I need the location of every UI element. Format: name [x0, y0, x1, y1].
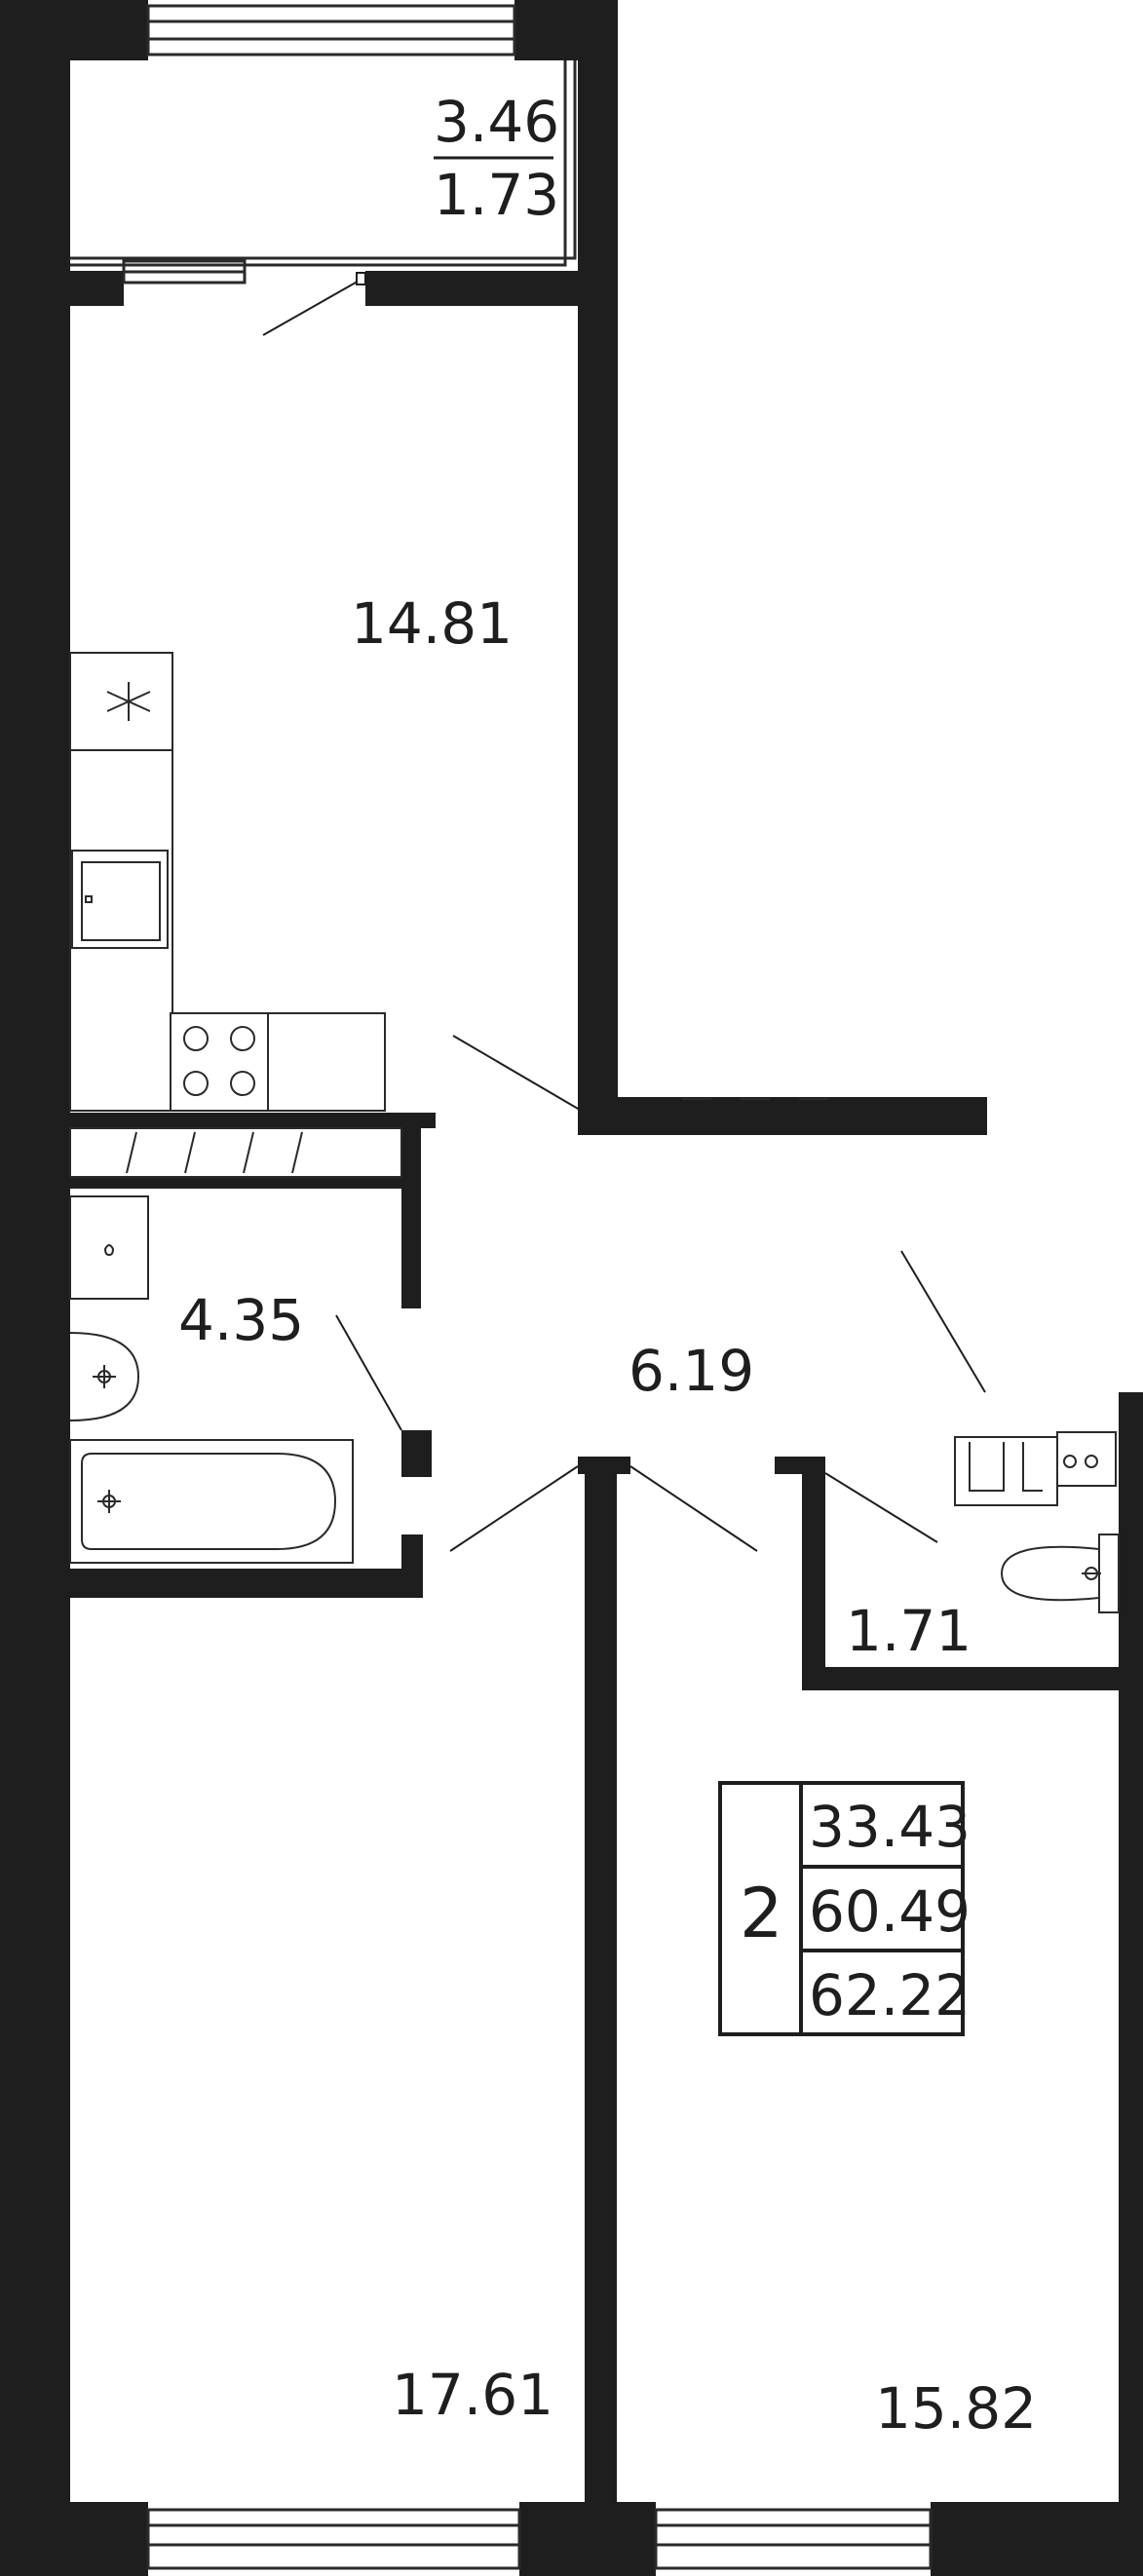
wall-bath-top — [70, 1113, 436, 1128]
door-closet — [900, 1250, 986, 1393]
kitchen-hood — [69, 652, 173, 751]
door-swings — [262, 272, 986, 1552]
wall-balcony-right — [365, 271, 618, 306]
balcony-area-label: 3.46 — [434, 89, 559, 155]
wall-bath-top-inner — [70, 1177, 401, 1189]
living-area-value: 33.43 — [809, 1794, 971, 1860]
hallway-area-label: 6.19 — [629, 1338, 754, 1404]
wall-bath-bottom — [70, 1569, 423, 1598]
door-balcony — [262, 278, 363, 336]
door-bedroom-left — [449, 1465, 579, 1552]
stove — [170, 1012, 269, 1112]
wall-bottom-right — [931, 2502, 1143, 2576]
balcony-rail — [70, 60, 577, 267]
toilet-tank — [1098, 1534, 1120, 1613]
door-kitchen — [452, 1035, 586, 1114]
wall-bath-right-lower — [401, 1430, 432, 1477]
wall-bottom-mid — [519, 2502, 656, 2576]
wall-balcony-left — [70, 271, 124, 306]
door-bathroom — [335, 1314, 402, 1431]
total-area-value: 60.49 — [809, 1878, 971, 1945]
bathroom-fixtures — [69, 1195, 354, 1564]
wall-bedrooms-divider — [585, 1457, 617, 2576]
wall-toilet-door-cap — [775, 1457, 825, 1474]
wall-right-outer — [1119, 1392, 1143, 2576]
window-top — [146, 4, 516, 57]
toilet-fixtures — [954, 1431, 1120, 1613]
wall-divider-cap — [578, 1457, 630, 1474]
kitchen-fixtures — [69, 652, 386, 1112]
kitchen-area-label: 14.81 — [351, 590, 513, 657]
wall-kitchen-right — [578, 0, 618, 1135]
wall-toilet-left — [802, 1457, 825, 1690]
rooms-count: 2 — [740, 1874, 783, 1953]
closet — [69, 1127, 402, 1178]
bedroom-left-area-label: 17.61 — [392, 2362, 553, 2428]
wall-toilet-bottom — [802, 1667, 1143, 1690]
bathroom-area-label: 4.35 — [178, 1287, 304, 1353]
summary-values: 2 33.43 60.49 62.22 — [740, 1794, 971, 2028]
counter-side — [267, 1012, 386, 1112]
door-toilet — [824, 1472, 938, 1543]
wall-bath-right — [401, 1128, 421, 1308]
window-bottom-right — [654, 2508, 933, 2570]
total-area-balcony-value: 62.22 — [809, 1962, 971, 2028]
wall-corridor-top — [578, 1097, 987, 1135]
windows — [122, 4, 933, 2570]
door-bedroom-right — [629, 1465, 758, 1552]
bedroom-right-area-label: 15.82 — [875, 2375, 1037, 2442]
toilet-bowl — [1000, 1545, 1100, 1602]
wall-bottom-left — [0, 2502, 148, 2576]
summary-table — [718, 1781, 965, 2036]
wall-left-outer — [0, 0, 70, 2576]
toilet-area-label: 1.71 — [846, 1598, 972, 1664]
wall-top-left — [0, 0, 148, 60]
window-bottom-left — [146, 2508, 521, 2570]
room-labels: 3.46 1.73 14.81 4.35 6.19 1.71 17.61 15.… — [178, 89, 1037, 2442]
balcony-reduced-area-label: 1.73 — [434, 162, 559, 228]
